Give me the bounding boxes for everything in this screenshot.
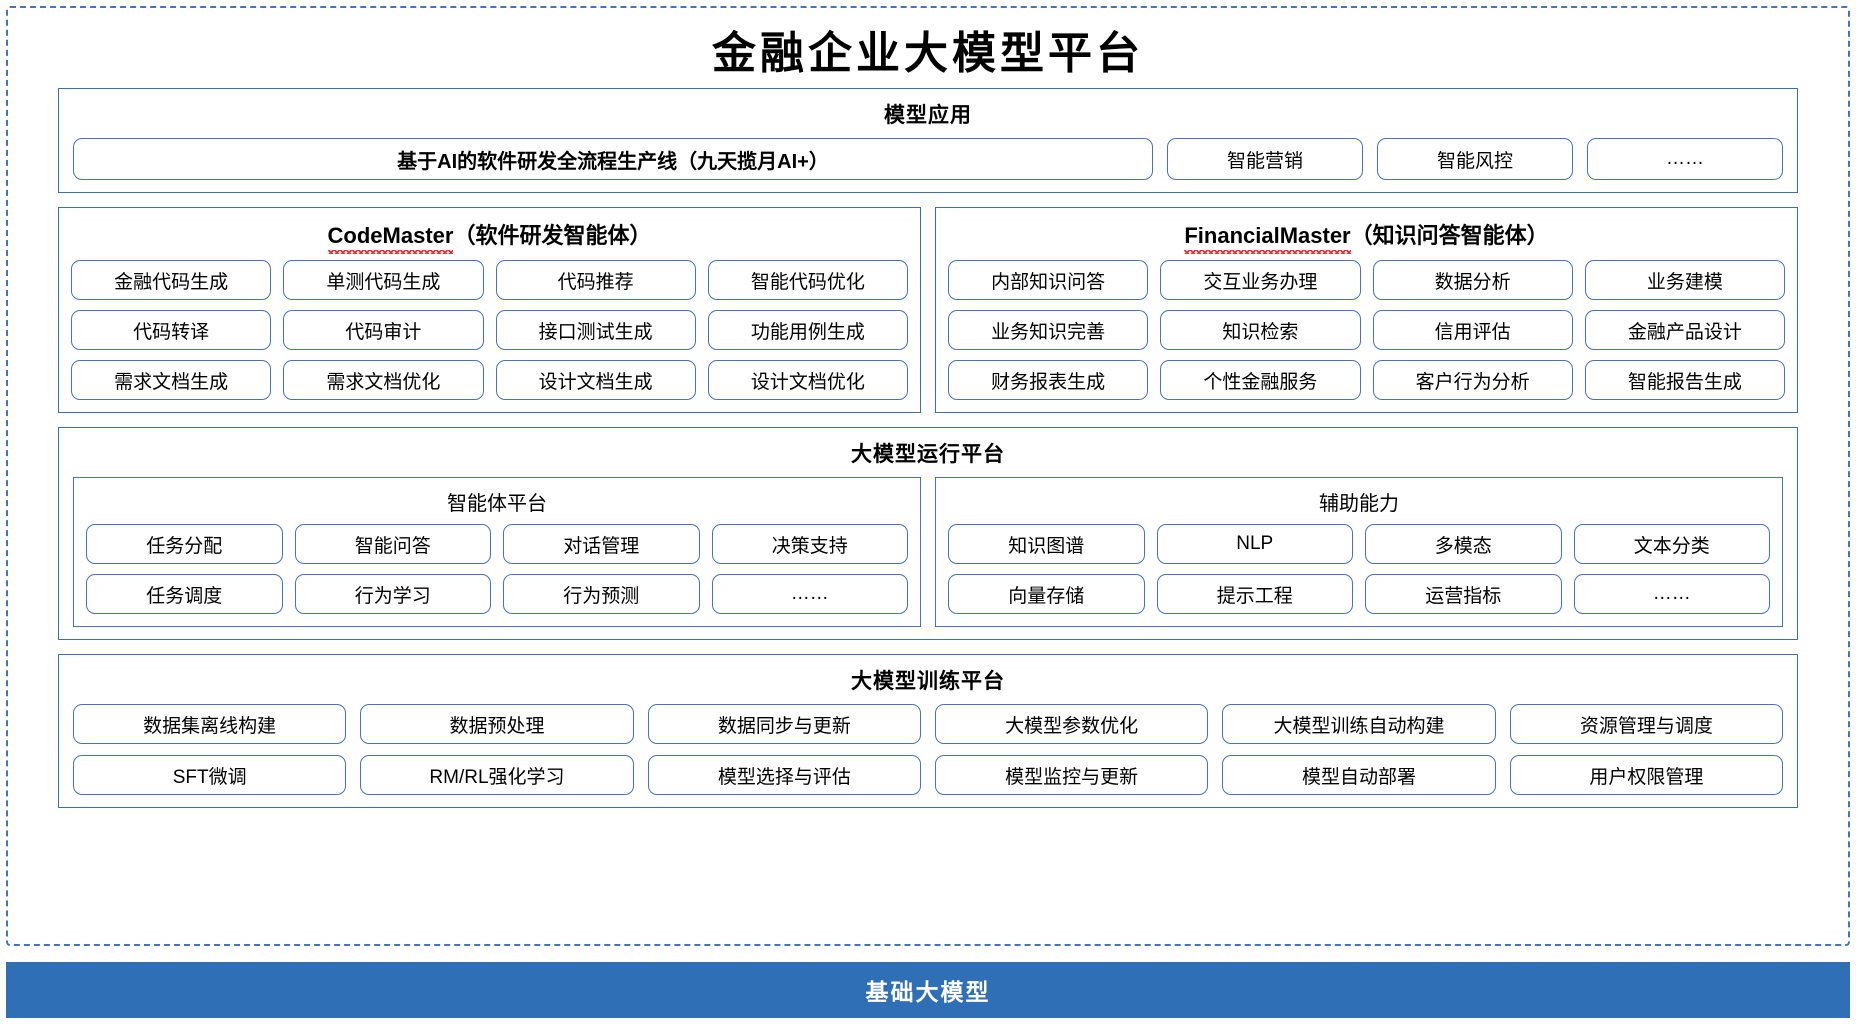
section-title-model-application: 模型应用 (884, 104, 972, 128)
section-training-platform: 大模型训练平台 数据集离线构建 数据预处理 数据同步与更新 大模型参数优化 大模… (58, 654, 1798, 809)
financialmaster-item-8[interactable]: 财务报表生成 (948, 360, 1149, 401)
subtitle-auxiliary-capability: 辅助能力 (1319, 493, 1399, 516)
auxiliary-capability-grid: 知识图谱 NLP 多模态 文本分类 向量存储 提示工程 运营指标 …… (948, 524, 1770, 615)
agent-title-financialmaster: FinancialMaster（知识问答智能体） (948, 218, 1785, 255)
agent-platform-item-6[interactable]: 行为预测 (503, 574, 700, 615)
training-item-8[interactable]: 模型选择与评估 (647, 755, 921, 796)
training-item-4[interactable]: 大模型训练自动构建 (1222, 704, 1496, 745)
agent-platform-item-2[interactable]: 对话管理 (503, 524, 700, 565)
codemaster-item-10[interactable]: 设计文档生成 (495, 360, 696, 401)
runtime-col-agent-platform: 智能体平台 任务分配 智能问答 对话管理 决策支持 任务调度 行为学习 行为预测… (73, 477, 921, 628)
auxiliary-item-4[interactable]: 向量存储 (948, 574, 1145, 615)
training-platform-grid: 数据集离线构建 数据预处理 数据同步与更新 大模型参数优化 大模型训练自动构建 … (73, 704, 1783, 796)
financialmaster-item-3[interactable]: 业务建模 (1584, 260, 1785, 301)
app-chip-primary[interactable]: 基于AI的软件研发全流程生产线（九天揽月AI+） (73, 138, 1153, 181)
financialmaster-item-10[interactable]: 客户行为分析 (1372, 360, 1573, 401)
training-item-6[interactable]: SFT微调 (73, 755, 347, 796)
runtime-columns: 智能体平台 任务分配 智能问答 对话管理 决策支持 任务调度 行为学习 行为预测… (73, 477, 1783, 628)
auxiliary-item-1[interactable]: NLP (1156, 524, 1353, 565)
app-chip-risk-control[interactable]: 智能风控 (1377, 138, 1573, 181)
agent-grid-financialmaster: 内部知识问答 交互业务办理 数据分析 业务建模 业务知识完善 知识检索 信用评估… (948, 260, 1785, 401)
financialmaster-item-4[interactable]: 业务知识完善 (948, 310, 1149, 351)
diagram-outer-dashed-frame: 金融企业大模型平台 模型应用 基于AI的软件研发全流程生产线（九天揽月AI+） … (6, 6, 1850, 946)
agent-platform-item-0[interactable]: 任务分配 (86, 524, 283, 565)
training-item-5[interactable]: 资源管理与调度 (1509, 704, 1783, 745)
codemaster-item-5[interactable]: 代码审计 (283, 310, 484, 351)
auxiliary-item-5[interactable]: 提示工程 (1156, 574, 1353, 615)
codemaster-item-0[interactable]: 金融代码生成 (71, 260, 272, 301)
agent-platform-item-4[interactable]: 任务调度 (86, 574, 283, 615)
training-item-7[interactable]: RM/RL强化学习 (360, 755, 634, 796)
financialmaster-item-6[interactable]: 信用评估 (1372, 310, 1573, 351)
app-chip-marketing[interactable]: 智能营销 (1167, 138, 1363, 181)
runtime-col-auxiliary-capability: 辅助能力 知识图谱 NLP 多模态 文本分类 向量存储 提示工程 运营指标 …… (935, 477, 1783, 628)
section-title-runtime-platform: 大模型运行平台 (851, 443, 1005, 467)
codemaster-item-7[interactable]: 功能用例生成 (707, 310, 908, 351)
financialmaster-item-11[interactable]: 智能报告生成 (1584, 360, 1785, 401)
financialmaster-item-5[interactable]: 知识检索 (1160, 310, 1361, 351)
training-item-2[interactable]: 数据同步与更新 (647, 704, 921, 745)
financialmaster-item-0[interactable]: 内部知识问答 (948, 260, 1149, 301)
section-title-training-platform: 大模型训练平台 (851, 670, 1005, 694)
codemaster-item-11[interactable]: 设计文档优化 (707, 360, 908, 401)
codemaster-item-3[interactable]: 智能代码优化 (707, 260, 908, 301)
codemaster-item-2[interactable]: 代码推荐 (495, 260, 696, 301)
agent-platform-item-1[interactable]: 智能问答 (294, 524, 491, 565)
agent-title-codemaster: CodeMaster（软件研发智能体） (71, 218, 908, 255)
codemaster-item-6[interactable]: 接口测试生成 (495, 310, 696, 351)
agent-suffix-codemaster: （软件研发智能体） (453, 223, 652, 249)
auxiliary-item-3[interactable]: 文本分类 (1573, 524, 1770, 565)
agent-panel-financialmaster: FinancialMaster（知识问答智能体） 内部知识问答 交互业务办理 数… (935, 207, 1798, 414)
agent-platform-item-5[interactable]: 行为学习 (294, 574, 491, 615)
codemaster-item-4[interactable]: 代码转译 (71, 310, 272, 351)
training-item-0[interactable]: 数据集离线构建 (73, 704, 347, 745)
agent-name-financialmaster: FinancialMaster (1184, 223, 1351, 255)
agent-platform-item-3[interactable]: 决策支持 (711, 524, 908, 565)
training-item-3[interactable]: 大模型参数优化 (935, 704, 1209, 745)
training-item-10[interactable]: 模型自动部署 (1222, 755, 1496, 796)
agent-platform-item-7[interactable]: …… (711, 574, 908, 615)
section-runtime-platform: 大模型运行平台 智能体平台 任务分配 智能问答 对话管理 决策支持 任务调度 行… (58, 427, 1798, 641)
codemaster-item-9[interactable]: 需求文档优化 (283, 360, 484, 401)
agent-grid-codemaster: 金融代码生成 单测代码生成 代码推荐 智能代码优化 代码转译 代码审计 接口测试… (71, 260, 908, 401)
financialmaster-item-2[interactable]: 数据分析 (1372, 260, 1573, 301)
agent-platform-grid: 任务分配 智能问答 对话管理 决策支持 任务调度 行为学习 行为预测 …… (86, 524, 908, 615)
agent-suffix-financialmaster: （知识问答智能体） (1350, 223, 1549, 249)
financialmaster-item-7[interactable]: 金融产品设计 (1584, 310, 1785, 351)
codemaster-item-8[interactable]: 需求文档生成 (71, 360, 272, 401)
training-item-9[interactable]: 模型监控与更新 (935, 755, 1209, 796)
agent-name-codemaster: CodeMaster (327, 223, 453, 255)
auxiliary-item-7[interactable]: …… (1573, 574, 1770, 615)
subtitle-agent-platform: 智能体平台 (447, 493, 547, 516)
training-item-1[interactable]: 数据预处理 (360, 704, 634, 745)
auxiliary-item-0[interactable]: 知识图谱 (948, 524, 1145, 565)
app-chip-more[interactable]: …… (1587, 138, 1783, 181)
training-item-11[interactable]: 用户权限管理 (1509, 755, 1783, 796)
page-title: 金融企业大模型平台 (712, 28, 1144, 79)
auxiliary-item-6[interactable]: 运营指标 (1365, 574, 1562, 615)
codemaster-item-1[interactable]: 单测代码生成 (283, 260, 484, 301)
section-model-application: 模型应用 基于AI的软件研发全流程生产线（九天揽月AI+） 智能营销 智能风控 … (58, 88, 1798, 194)
financialmaster-item-1[interactable]: 交互业务办理 (1160, 260, 1361, 301)
auxiliary-item-2[interactable]: 多模态 (1365, 524, 1562, 565)
financialmaster-item-9[interactable]: 个性金融服务 (1160, 360, 1361, 401)
agent-panels-row: CodeMaster（软件研发智能体） 金融代码生成 单测代码生成 代码推荐 智… (58, 207, 1798, 414)
footer-label: 基础大模型 (865, 979, 991, 1005)
agent-panel-codemaster: CodeMaster（软件研发智能体） 金融代码生成 单测代码生成 代码推荐 智… (58, 207, 921, 414)
footer-foundation-model-banner: 基础大模型 (6, 962, 1850, 1018)
model-application-row: 基于AI的软件研发全流程生产线（九天揽月AI+） 智能营销 智能风控 …… (73, 138, 1783, 181)
